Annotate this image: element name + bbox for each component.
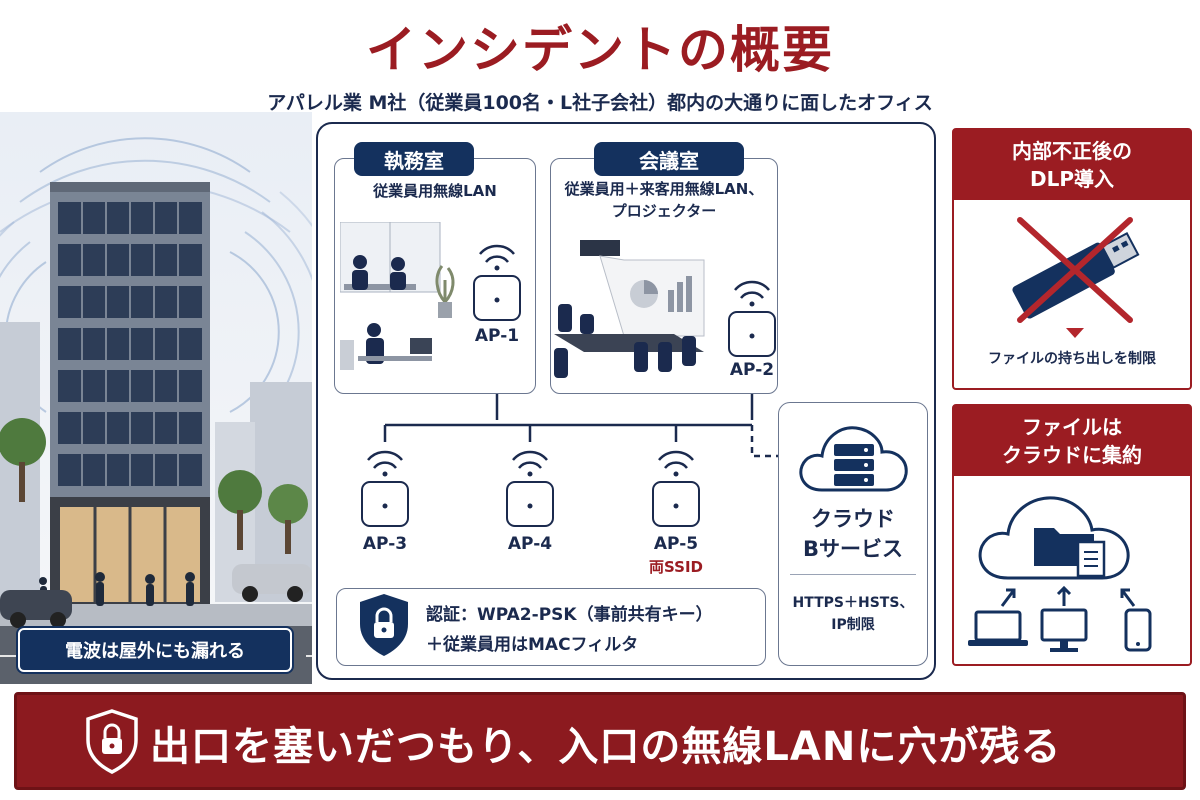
cloud-service-name: クラウド Bサービス: [778, 504, 928, 564]
cloud-server-icon: [799, 426, 908, 492]
page-subtitle: アパレル業 M社（従業員100名・L社子会社）都内の大通りに面したオフィス: [267, 92, 933, 114]
dlp-panel-header: 内部不正後の DLP導入: [954, 130, 1190, 200]
cloud-sec-line-1: HTTPS＋HSTS、: [792, 595, 914, 611]
projector-icon: [580, 240, 620, 256]
conclusion-text: 出口を塞いだつもり、入口の無線LANに穴が残る: [150, 724, 1062, 770]
dlp-title-line-2: DLP導入: [1029, 167, 1114, 191]
arrow-down-icon: [1066, 328, 1084, 338]
cloud-security: HTTPS＋HSTS、 IP制限: [778, 592, 928, 636]
ap2-label: AP-2: [729, 360, 775, 380]
ap4-device: [506, 450, 554, 527]
room-office-desc: 従業員用無線LAN: [373, 182, 497, 200]
room-office-tab: 執務室: [354, 142, 474, 176]
ap4-label: AP-4: [507, 534, 553, 554]
page-title: インシデントの概要: [366, 21, 834, 79]
cloud-store-title-line-2: クラウドに集約: [1002, 443, 1142, 467]
dlp-caption: ファイルの持ち出しを制限: [988, 351, 1156, 367]
room-meeting-desc-2: プロジェクター: [611, 202, 717, 220]
ap5-device: [652, 450, 700, 527]
room-meeting-tab: 会議室: [594, 142, 744, 176]
conclusion-banner: [14, 692, 1186, 790]
building-illustration: [0, 112, 312, 684]
shield-lock-banner-icon: [86, 709, 138, 774]
ap1-label: AP-1: [474, 326, 520, 346]
usb-blocked-icon: [1012, 217, 1140, 338]
shield-lock-icon: [360, 594, 408, 656]
ap2-device: [728, 280, 776, 357]
cloud-sec-line-2: IP制限: [831, 617, 875, 633]
wave-leak-label: 電波は屋外にも漏れる: [18, 628, 292, 672]
cloud-folder-devices-icon: [968, 496, 1152, 652]
ap5-ssid-note: 両SSID: [649, 558, 703, 576]
desktop-icon: [1040, 608, 1088, 652]
laptop-icon: [968, 610, 1028, 646]
office-workers-illustration: [340, 222, 441, 370]
document-icon: [1076, 540, 1106, 578]
auth-line-2: ＋従業員用はMACフィルタ: [426, 635, 639, 655]
ap3-label: AP-3: [362, 534, 408, 554]
cloud-store-header: ファイルは クラウドに集約: [954, 406, 1190, 476]
meeting-room-illustration: [554, 240, 705, 378]
room-meeting-desc-1: 従業員用＋来客用無線LAN、: [564, 180, 764, 198]
cloud-name-line-2: Bサービス: [802, 537, 903, 561]
ap5-label: AP-5: [653, 534, 699, 554]
plant-icon: [435, 265, 455, 318]
cloud-name-line-1: クラウド: [811, 507, 895, 531]
cloud-store-title-line-1: ファイルは: [1022, 415, 1122, 439]
auth-line-1: 認証：WPA2-PSK（事前共有キー）: [426, 605, 713, 625]
building-scene: [0, 112, 312, 684]
ap3-device: [361, 450, 409, 527]
ap1-device: [473, 244, 521, 321]
dlp-title-line-1: 内部不正後の: [1012, 139, 1132, 163]
phone-icon: [1124, 608, 1152, 652]
cloud-divider: [790, 574, 916, 575]
